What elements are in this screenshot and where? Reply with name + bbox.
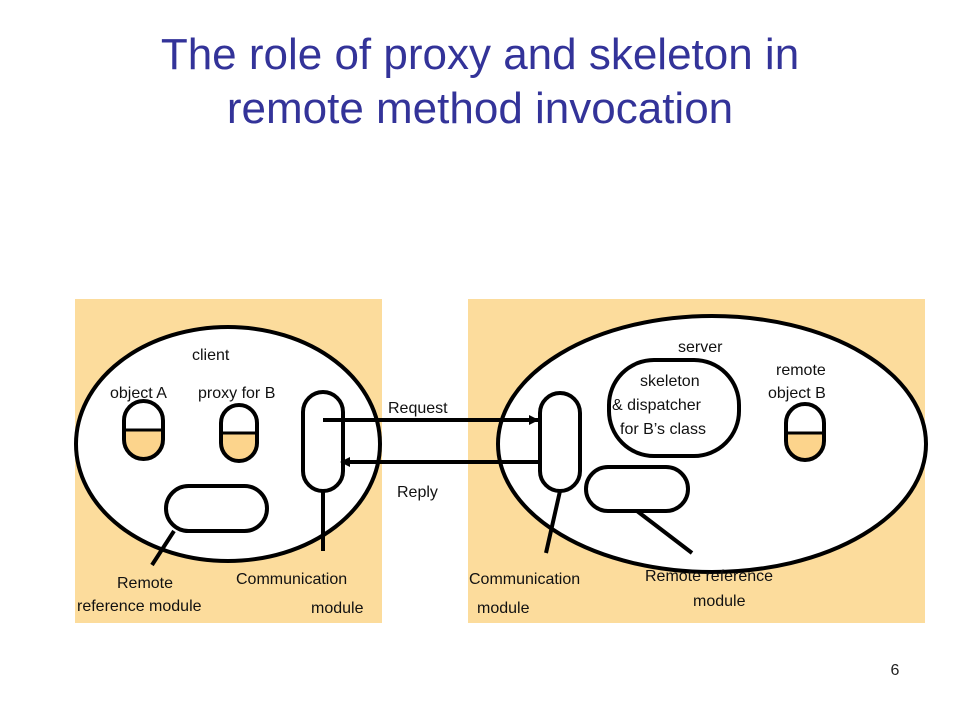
- skeleton-label-3: for B’s class: [620, 421, 706, 438]
- object-a-label: object A: [110, 385, 167, 402]
- request-label: Request: [388, 400, 448, 417]
- title-line-1: The role of proxy and skeleton in: [160, 30, 800, 79]
- server-comm-leader: [544, 490, 562, 554]
- skeleton-label-2: & dispatcher: [612, 397, 702, 414]
- title-line-2: remote method invocation: [226, 84, 734, 133]
- skeleton-label-1: skeleton: [640, 373, 700, 390]
- client-remote-ref-label-1: Remote: [117, 575, 173, 592]
- server-label: server: [678, 339, 723, 356]
- slide-title: The role of proxy and skeleton in remote…: [0, 28, 960, 136]
- client-comm-label-1: Communication: [236, 571, 347, 588]
- server-comm-label-2: module: [477, 600, 530, 617]
- server-comm-module: [538, 391, 582, 493]
- server-remote-ref-label-2: module: [693, 593, 746, 610]
- client-remote-ref-leader: [150, 529, 176, 567]
- object-a: [122, 399, 165, 461]
- proxy-label: proxy for B: [198, 385, 275, 402]
- client-remote-ref-module: [164, 484, 269, 533]
- proxy-b: [219, 403, 259, 463]
- remote-object-b: [784, 402, 826, 462]
- skeleton-dispatcher: [607, 358, 741, 458]
- reply-label: Reply: [397, 484, 438, 501]
- remote-object-label-2: object B: [768, 385, 826, 402]
- client-comm-module: [301, 390, 345, 493]
- server-comm-label-1: Communication: [469, 571, 580, 588]
- client-remote-ref-label-2: reference module: [77, 598, 202, 615]
- page-number: 6: [890, 662, 900, 679]
- server-remote-ref-module: [584, 465, 690, 513]
- client-label: client: [192, 347, 230, 364]
- server-remote-ref-label-1: Remote reference: [645, 568, 773, 585]
- server-remote-ref-leader: [635, 509, 694, 555]
- client-comm-label-2: module: [311, 600, 364, 617]
- remote-object-label-1: remote: [776, 362, 826, 379]
